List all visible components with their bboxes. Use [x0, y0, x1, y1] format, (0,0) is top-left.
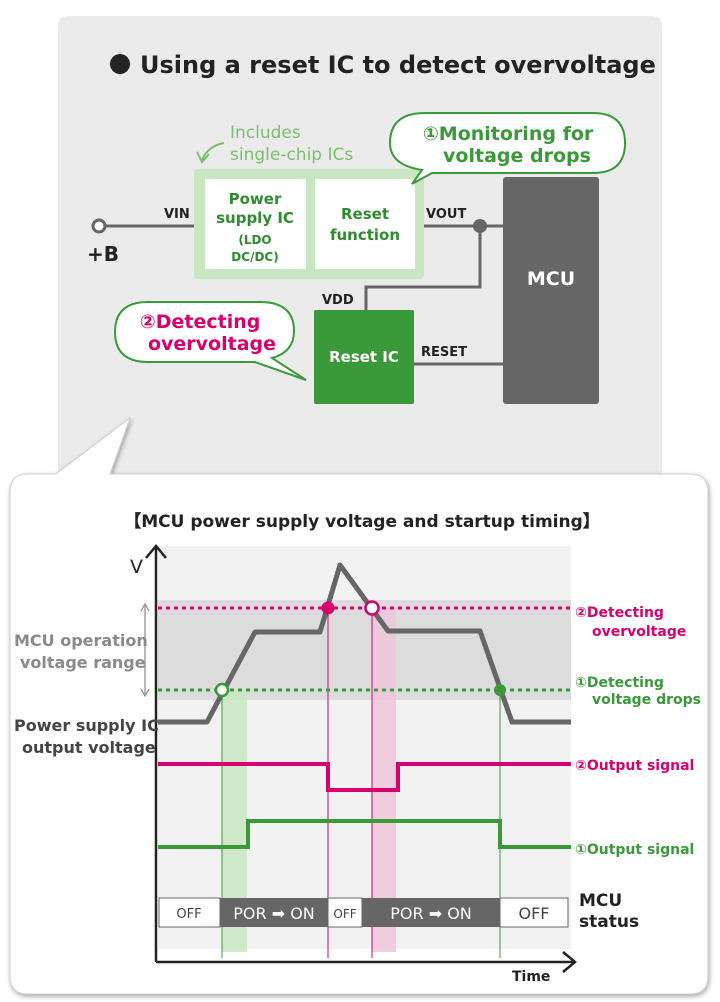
power-supply-ic-label-2: supply IC — [216, 209, 294, 227]
wire-vdd — [364, 226, 482, 310]
marker-over-rise — [321, 601, 335, 615]
mcu-status-label-line2: status — [579, 912, 639, 932]
y-axis-label: V — [130, 556, 143, 578]
overvoltage-label-line1: ②Detecting — [575, 605, 664, 621]
reset-function-block — [315, 179, 415, 269]
terminal-b-icon — [91, 218, 107, 234]
status-text-on-2: POR ➡ ON — [390, 904, 472, 923]
supply-label-line2: output voltage — [22, 738, 156, 757]
pink-highlight-strip — [372, 608, 396, 952]
callout-detecting-line2: overvoltage — [148, 333, 276, 355]
includes-note-line1: Includes — [230, 123, 301, 143]
mcu-block — [503, 177, 599, 404]
top-panel-title: Using a reset IC to detect overvoltage — [140, 51, 656, 79]
status-text-off-1: OFF — [176, 907, 201, 922]
status-segment-on-1 — [220, 898, 328, 927]
reset-ic-label: Reset IC — [329, 348, 399, 366]
callout-monitoring-line1: ①Monitoring for — [423, 123, 594, 145]
reset-function-label-2: function — [330, 226, 400, 244]
power-supply-ic-sub-1: (LDO — [238, 233, 271, 247]
range-arrow-bottom-icon — [140, 688, 150, 698]
vout-junction-dot — [473, 219, 487, 233]
pin-vin-label: VIN — [164, 207, 190, 222]
terminal-b-label: +B — [87, 242, 119, 266]
callout-monitoring-line2: voltage drops — [443, 145, 591, 167]
status-text-on-1: POR ➡ ON — [233, 904, 315, 923]
marker-over-fall — [364, 600, 380, 616]
status-text-off-2: OFF — [333, 907, 356, 921]
pin-reset-label: RESET — [421, 345, 467, 360]
output-signal-1-waveform — [158, 819, 571, 849]
power-supply-ic-label-1: Power — [229, 190, 282, 208]
status-segment-off-2 — [327, 897, 363, 928]
status-segment-off-3 — [499, 897, 569, 928]
output-signal-2-label: ②Output signal — [575, 758, 694, 774]
drop-label-line2: voltage drops — [592, 692, 701, 708]
output-signal-2-waveform — [158, 762, 571, 792]
power-supply-ic-block — [205, 179, 306, 269]
supply-label-line1: Power supply IC — [14, 716, 159, 735]
pin-vout-label: VOUT — [426, 207, 466, 222]
pin-vdd-label: VDD — [322, 293, 354, 308]
title-bullet-icon — [110, 54, 130, 74]
range-label-line2: voltage range — [20, 653, 146, 672]
callout-detecting-bubble — [113, 301, 307, 381]
range-label-line1: MCU operation — [14, 631, 148, 650]
callout-detecting-line1: ②Detecting — [140, 311, 261, 333]
reset-function-label-1: Reset — [341, 205, 389, 223]
timing-panel-title: 【MCU power supply voltage and startup ti… — [124, 511, 600, 532]
includes-arrow-icon — [201, 142, 225, 161]
mcu-label: MCU — [527, 268, 575, 290]
overvoltage-label-line2: overvoltage — [592, 624, 686, 640]
x-axis-label: Time — [512, 969, 550, 985]
range-arrow-top-icon — [140, 602, 150, 612]
y-axis-arrow-icon — [145, 544, 167, 559]
output-signal-1-label: ①Output signal — [575, 842, 694, 858]
status-segment-off-1 — [158, 897, 221, 928]
marker-drop-rise — [214, 682, 230, 698]
includes-note-line2: single-chip ICs — [230, 145, 353, 165]
includes-arrow-head-icon — [196, 151, 210, 164]
callout-monitoring-bubble — [388, 112, 627, 185]
drop-label-line1: ①Detecting — [575, 675, 664, 691]
reset-ic-block — [314, 310, 414, 404]
status-segment-on-2 — [362, 898, 500, 927]
x-axis-arrow-icon — [562, 951, 577, 973]
marker-drop-fall — [494, 684, 506, 696]
power-supply-ic-sub-2: DC/DC) — [231, 250, 278, 264]
status-text-off-3: OFF — [519, 904, 550, 923]
mcu-status-label-line1: MCU — [579, 891, 622, 911]
